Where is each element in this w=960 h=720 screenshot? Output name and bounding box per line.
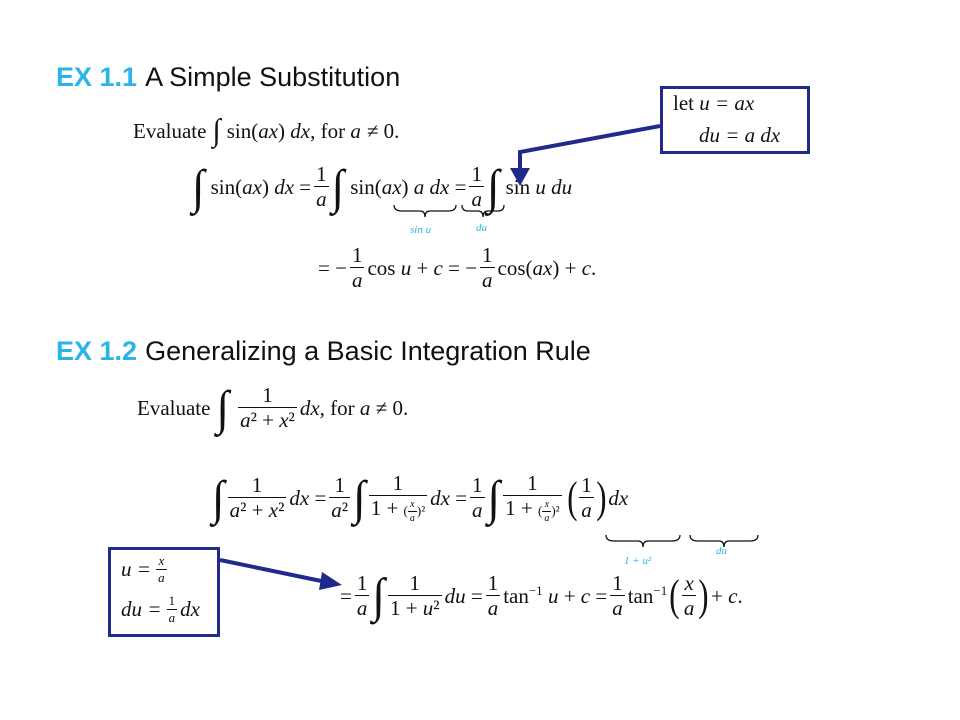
integral-sign: ∫ [216, 380, 230, 435]
ex1-box-let: let [673, 91, 700, 115]
integral-sign: ∫ [353, 470, 366, 525]
ex1-cond-rest: ≠ 0. [366, 118, 400, 143]
ex2-box-line1: u = [121, 556, 157, 581]
integral-sign: ∫ [212, 470, 225, 525]
ex1-box-line2: du = a dx [699, 123, 781, 147]
integral-sign: ∫ [192, 159, 205, 214]
ex1-arrow [510, 124, 661, 186]
ex2-box-line2: du = [121, 596, 167, 621]
ex1-condition: , for [310, 118, 351, 143]
integral-sign: ∫ [331, 159, 345, 214]
underbrace-du [689, 534, 759, 548]
ex1-evaluate-word: Evaluate [133, 118, 207, 143]
ex2-title: Generalizing a Basic Integration Rule [145, 336, 591, 366]
integral-sign: ∫ [486, 159, 500, 214]
underbrace-sin-u [393, 204, 457, 218]
underbrace-1-plus-u2 [605, 534, 681, 548]
integral-sign: ∫ [212, 113, 221, 148]
ex1-cond-a: a [350, 118, 361, 143]
integral-sign: ∫ [487, 470, 501, 525]
ex1-title: A Simple Substitution [145, 62, 401, 92]
underbrace-du [461, 204, 505, 218]
ex1-integrand: sin(ax) dx [226, 118, 311, 143]
ex1-substitution-box: let u = ax du = a dx [660, 86, 810, 154]
ex2-arrow [219, 558, 342, 590]
integral-sign: ∫ [372, 568, 385, 623]
brace-label-du: du [476, 222, 487, 234]
ex1-problem: Evaluate ∫ sin(ax) dx , for a ≠ 0. [133, 113, 400, 148]
ex2-number: EX 1.2 [56, 336, 138, 366]
brace-label-sin-u: sin u [410, 224, 432, 236]
brace-label-1-plus-u2: 1 + u² [624, 555, 652, 567]
ex1-box-line1: u = ax [699, 91, 755, 115]
brace-label-du: du [716, 545, 727, 557]
ex2-evaluate-word: Evaluate [137, 395, 211, 420]
ex1-number: EX 1.1 [56, 62, 138, 92]
